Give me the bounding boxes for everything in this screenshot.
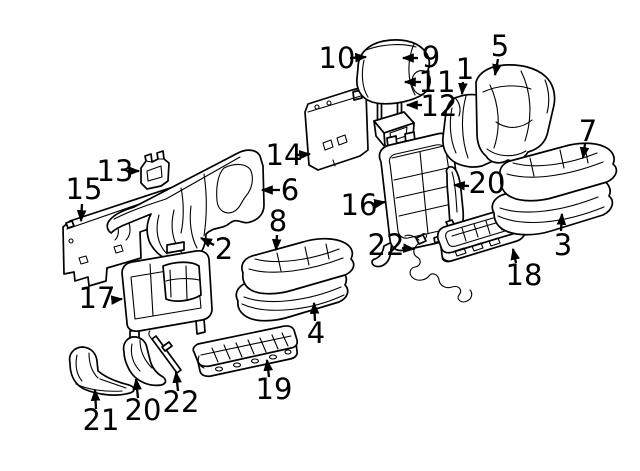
callout-19: 19 (256, 358, 293, 406)
part-number: 9 (422, 40, 440, 74)
part-number: 2 (215, 232, 233, 266)
part-number: 7 (579, 114, 597, 148)
callout-10: 10 (319, 41, 368, 75)
callout-17: 17 (79, 281, 124, 315)
callout-9: 9 (401, 40, 440, 74)
callout-22-right: 22 (368, 228, 416, 262)
callout-15: 15 (66, 172, 103, 223)
callout-13: 13 (97, 154, 141, 188)
callout-11: 11 (403, 65, 456, 99)
part-number: 10 (319, 41, 356, 75)
part-number: 5 (491, 29, 509, 63)
part-number: 13 (97, 154, 134, 188)
part-wiring-harness (404, 232, 473, 303)
part-inner-trim-cover (122, 336, 167, 387)
part-number: 21 (83, 403, 120, 437)
callout-20-right: 20 (452, 166, 506, 200)
part-mounting-bracket (140, 150, 170, 190)
part-seat-back-board (304, 87, 369, 171)
part-seat-cushion-pan (192, 325, 299, 378)
part-number: 4 (307, 316, 325, 350)
part-link-rod (148, 330, 182, 374)
part-number: 3 (554, 228, 572, 262)
part-number: 16 (341, 188, 378, 222)
callout-3: 3 (554, 212, 572, 262)
callout-20-bottom: 20 (125, 377, 162, 427)
callout-4: 4 (307, 301, 325, 350)
callout-22-bottom: 22 (163, 370, 200, 419)
part-number: 15 (66, 172, 103, 206)
callout-2: 2 (199, 232, 233, 266)
part-number: 20 (125, 393, 162, 427)
part-seat-back-frame-panel (121, 241, 213, 346)
callout-14: 14 (266, 138, 312, 172)
callout-5: 5 (491, 29, 509, 77)
part-number: 20 (469, 166, 506, 200)
callout-16: 16 (341, 188, 387, 222)
callout-8: 8 (269, 204, 287, 252)
part-seat-back-cover-outer (475, 64, 556, 164)
callout-1: 1 (456, 52, 474, 96)
part-number: 14 (266, 138, 303, 172)
callout-21: 21 (83, 388, 120, 437)
callout-7: 7 (579, 114, 597, 160)
part-number: 11 (419, 65, 456, 99)
callout-6: 6 (260, 173, 299, 207)
part-number: 8 (269, 204, 287, 238)
part-bench-cushion-upper (241, 237, 355, 295)
callout-12: 12 (405, 89, 458, 123)
part-number: 1 (456, 52, 474, 86)
part-number: 19 (256, 372, 293, 406)
part-number: 22 (368, 228, 405, 262)
part-number: 18 (506, 258, 543, 292)
part-number: 6 (281, 173, 299, 207)
callout-18: 18 (506, 247, 543, 292)
part-number: 22 (163, 385, 200, 419)
part-number: 17 (79, 281, 116, 315)
part-number: 12 (421, 89, 458, 123)
